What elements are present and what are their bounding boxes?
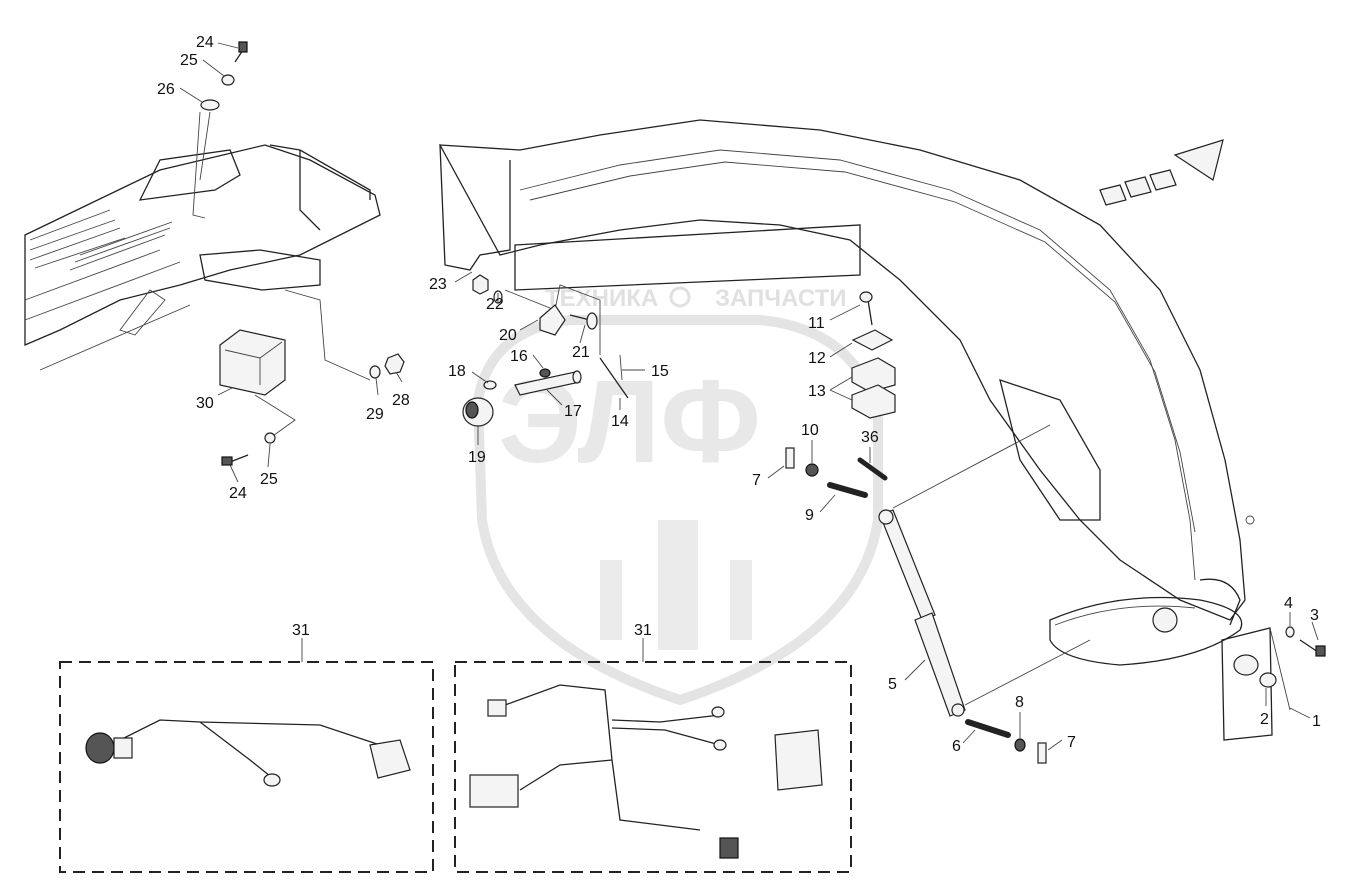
lamp-29 xyxy=(219,329,286,396)
pin-36 xyxy=(857,457,888,481)
leader-1 xyxy=(1269,627,1291,711)
callout-2: 2 xyxy=(1260,711,1269,728)
callout-24-top: 24 xyxy=(196,34,214,51)
washer-28 xyxy=(369,365,381,379)
harness-30 xyxy=(85,719,411,787)
callout-4: 4 xyxy=(1284,595,1293,612)
callout-15: 15 xyxy=(651,363,669,380)
washer-25-top xyxy=(221,74,235,86)
watermark-gear-icon xyxy=(669,286,691,308)
callout-labels: 24 25 26 30 24 25 29 28 23 22 20 21 16 1… xyxy=(157,34,1321,755)
callout-6: 6 xyxy=(952,738,961,755)
callout-24-bottom: 24 xyxy=(229,485,247,502)
callout-11: 11 xyxy=(808,315,825,332)
callout-leaders xyxy=(179,42,1319,751)
callout-25-top: 25 xyxy=(180,52,198,69)
callout-20: 20 xyxy=(499,327,517,344)
watermark: ТЕХНИКА ЗАПЧАСТИ ЭЛФ xyxy=(472,285,883,706)
watermark-right-text: ЗАПЧАСТИ xyxy=(715,285,847,312)
callout-31: 31 xyxy=(634,622,652,639)
callout-23: 23 xyxy=(429,276,447,293)
callout-22: 22 xyxy=(486,296,504,313)
bolt-3 xyxy=(1299,639,1326,657)
washer-10 xyxy=(805,463,819,477)
watermark-logo: ЭЛФ xyxy=(498,356,761,488)
pin-14 xyxy=(599,357,629,399)
callout-5: 5 xyxy=(888,676,897,693)
bolt-21 xyxy=(569,312,598,330)
callout-30: 31 xyxy=(292,622,310,639)
pin-7-right xyxy=(1037,742,1047,764)
harness-31 xyxy=(469,684,823,859)
bracket-1 xyxy=(1221,627,1277,741)
left-frame-assembly xyxy=(24,144,381,371)
pin-17 xyxy=(514,370,582,396)
callout-28: 29 xyxy=(366,406,384,423)
direction-arrow-icon xyxy=(1099,139,1224,206)
callout-19: 19 xyxy=(468,449,486,466)
kit-31-frame xyxy=(454,661,852,873)
strut-upper-leader xyxy=(892,424,1051,509)
callout-27: 28 xyxy=(392,392,410,409)
nut-23 xyxy=(472,274,489,295)
bolt-11 xyxy=(859,291,873,326)
callout-12: 12 xyxy=(808,350,826,367)
kit-30-frame xyxy=(59,661,434,873)
callout-29: 30 xyxy=(196,395,214,412)
callout-16: 16 xyxy=(510,348,528,365)
bracket-20 xyxy=(539,304,566,336)
pin-9 xyxy=(827,482,868,498)
plate-12 xyxy=(851,329,894,351)
strut-lower-leader xyxy=(964,639,1091,706)
callout-13: 13 xyxy=(808,383,826,400)
callout-21: 21 xyxy=(572,344,590,361)
callout-14: 14 xyxy=(611,413,629,430)
block-13-upper xyxy=(851,357,896,393)
washer-4 xyxy=(1285,626,1295,638)
pin-6 xyxy=(965,719,1011,738)
bolt-24-bottom xyxy=(221,454,249,466)
callout-1: 1 xyxy=(1312,713,1321,730)
callout-25-bottom: 25 xyxy=(260,471,278,488)
watermark-wheat-icon xyxy=(600,520,752,650)
leader-20-22 xyxy=(504,284,601,355)
bracket-26-leader xyxy=(192,111,211,219)
callout-7-right: 7 xyxy=(1067,734,1076,751)
callout-10: 10 xyxy=(801,422,819,439)
ring-18 xyxy=(483,380,497,390)
callout-17: 17 xyxy=(564,403,582,420)
plate-26 xyxy=(200,99,220,111)
knob-19 xyxy=(462,397,494,427)
watermark-left-text: ТЕХНИКА xyxy=(545,285,658,312)
callout-26: 26 xyxy=(157,81,175,98)
nut-27 xyxy=(384,353,405,375)
clip-15 xyxy=(619,354,623,381)
callout-9: 9 xyxy=(805,507,814,524)
bolt-24-top xyxy=(234,41,248,63)
block-13-lower xyxy=(851,384,896,419)
callout-3: 3 xyxy=(1310,607,1319,624)
fender-assembly xyxy=(438,119,1255,666)
pin-7-left xyxy=(785,447,795,469)
leader-27-28 xyxy=(284,289,371,381)
callout-8: 8 xyxy=(1015,694,1024,711)
washer-8 xyxy=(1014,738,1026,752)
callout-36: 36 xyxy=(861,429,879,446)
lamp-29-leader xyxy=(254,394,296,439)
washer-25-bottom xyxy=(264,432,276,444)
gas-strut-5 xyxy=(878,509,966,717)
washer-16 xyxy=(539,368,551,378)
callout-7-left: 7 xyxy=(752,472,761,489)
callout-18: 18 xyxy=(448,363,466,380)
